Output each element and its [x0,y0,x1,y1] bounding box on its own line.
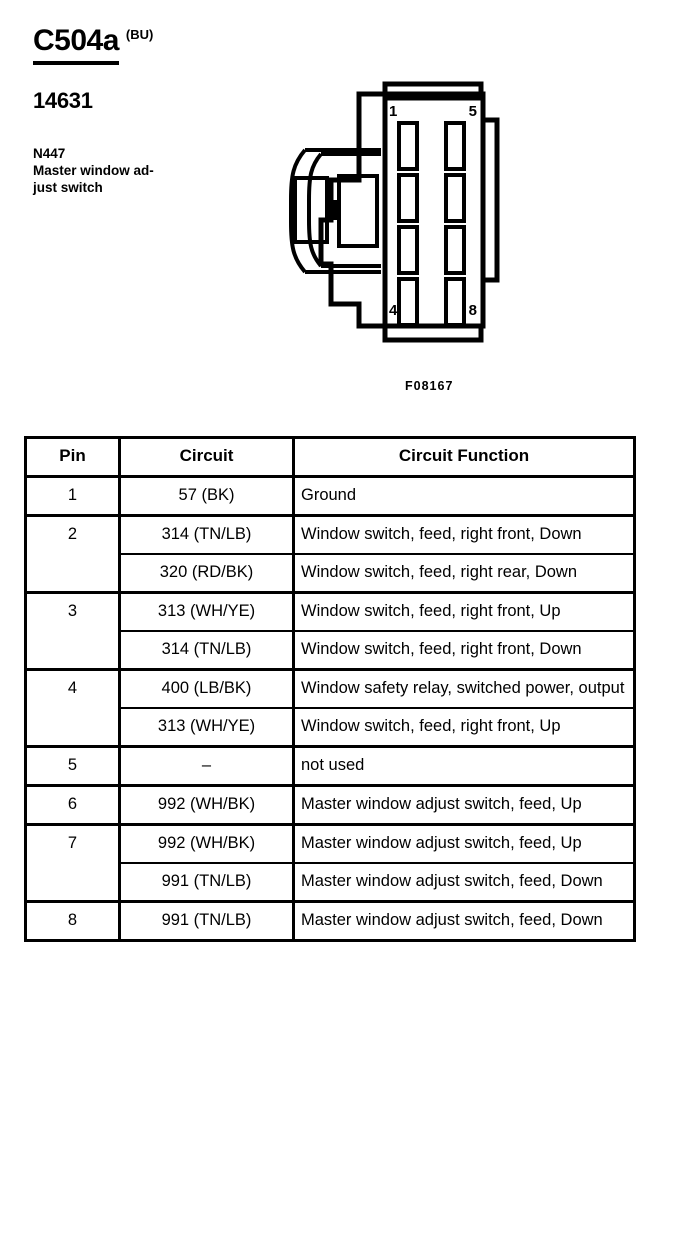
cell-circuit-function: Master window adjust switch, feed, Down [293,861,635,902]
column-header-pin: Pin [25,437,121,478]
cell-circuit: – [119,744,295,786]
cell-circuit-function: Window switch, feed, right front, Down [293,629,635,670]
cell-pin: 8 [25,899,121,941]
cell-circuit: 991 (TN/LB) [119,861,295,902]
connector-title-row: C504a (BU) [33,26,293,65]
cell-circuit-function: Master window adjust switch, feed, Up [293,822,635,863]
part-number: 14631 [33,88,93,113]
cell-circuit: 991 (TN/LB) [119,899,295,941]
cell-circuit-function: Window switch, feed, right rear, Down [293,552,635,593]
cell-circuit-function: Window switch, feed, right front, Up [293,706,635,747]
cavity-4 [397,277,419,327]
connector-right-rail [483,117,500,283]
cell-circuit-function: Master window adjust switch, feed, Up [293,783,635,825]
cell-pin: 5 [25,744,121,786]
pin-label-bottom-left: 4 [389,302,398,319]
connector-latch-assembly [289,148,381,274]
cell-circuit: 57 (BK) [119,476,295,516]
cell-circuit: 314 (TN/LB) [119,513,295,554]
cell-pin: 3 [25,590,121,670]
cell-circuit-function: Window safety relay, switched power, out… [293,667,635,708]
component-name-line-1: Master window ad- [33,163,154,178]
cavity-8 [444,277,466,327]
cavity-6 [444,173,466,223]
cell-circuit: 313 (WH/YE) [119,590,295,631]
cell-circuit: 992 (WH/BK) [119,822,295,863]
figure-caption: F08167 [405,379,454,393]
component-description: N447 Master window ad- just switch [33,145,293,196]
table-row: 320 (RD/BK)Window switch, feed, right re… [26,552,635,593]
cell-pin: 6 [25,783,121,825]
cell-circuit-function: Window switch, feed, right front, Down [293,513,635,554]
pin-label-top-right: 5 [469,103,477,120]
cell-circuit: 320 (RD/BK) [119,552,295,593]
cavity-1 [397,121,419,171]
cell-circuit-function: not used [293,744,635,786]
component-name-line-2: just switch [33,180,103,195]
cell-circuit-function: Window switch, feed, right front, Up [293,590,635,631]
pin-label-top-left: 1 [389,103,397,120]
table-row: 991 (TN/LB)Master window adjust switch, … [26,861,635,902]
connector-drawing-svg: 1 5 4 8 [289,81,500,343]
cell-pin: 4 [25,667,121,747]
connector-color-code: (BU) [125,27,154,42]
table-header-row: Pin Circuit Circuit Function [25,437,635,478]
cell-circuit: 314 (TN/LB) [119,629,295,670]
cavity-2 [397,173,419,223]
cavity-3 [397,225,419,275]
table-row: 314 (TN/LB)Window switch, feed, right fr… [26,629,635,670]
cell-circuit: 400 (LB/BK) [119,667,295,708]
connector-id: C504a [33,26,119,65]
connector-header: C504a (BU) 14631 N447 Master window ad- … [33,26,293,196]
column-header-circuit: Circuit [119,437,295,478]
component-code: N447 [33,146,66,161]
cell-pin: 7 [25,822,121,902]
cell-pin: 2 [25,513,121,593]
table-row: 5–not used [25,744,635,786]
table-row: 313 (WH/YE)Window switch, feed, right fr… [26,706,635,747]
cell-pin: 1 [25,476,121,516]
cell-circuit-function: Ground [301,485,357,504]
cell-circuit: 992 (WH/BK) [119,783,295,825]
cavity-5 [444,121,466,171]
connector-body-outline [318,91,486,329]
pin-label-bottom-right: 8 [469,302,477,319]
column-header-circuit-function: Circuit Function [293,437,635,478]
cell-circuit: 313 (WH/YE) [119,706,295,747]
cavity-7 [444,225,466,275]
connector-cavity-group [397,121,466,327]
connector-illustration: 1 5 4 8 F08167 [285,72,545,417]
cell-circuit-function: Master window adjust switch, feed, Down [293,899,635,941]
